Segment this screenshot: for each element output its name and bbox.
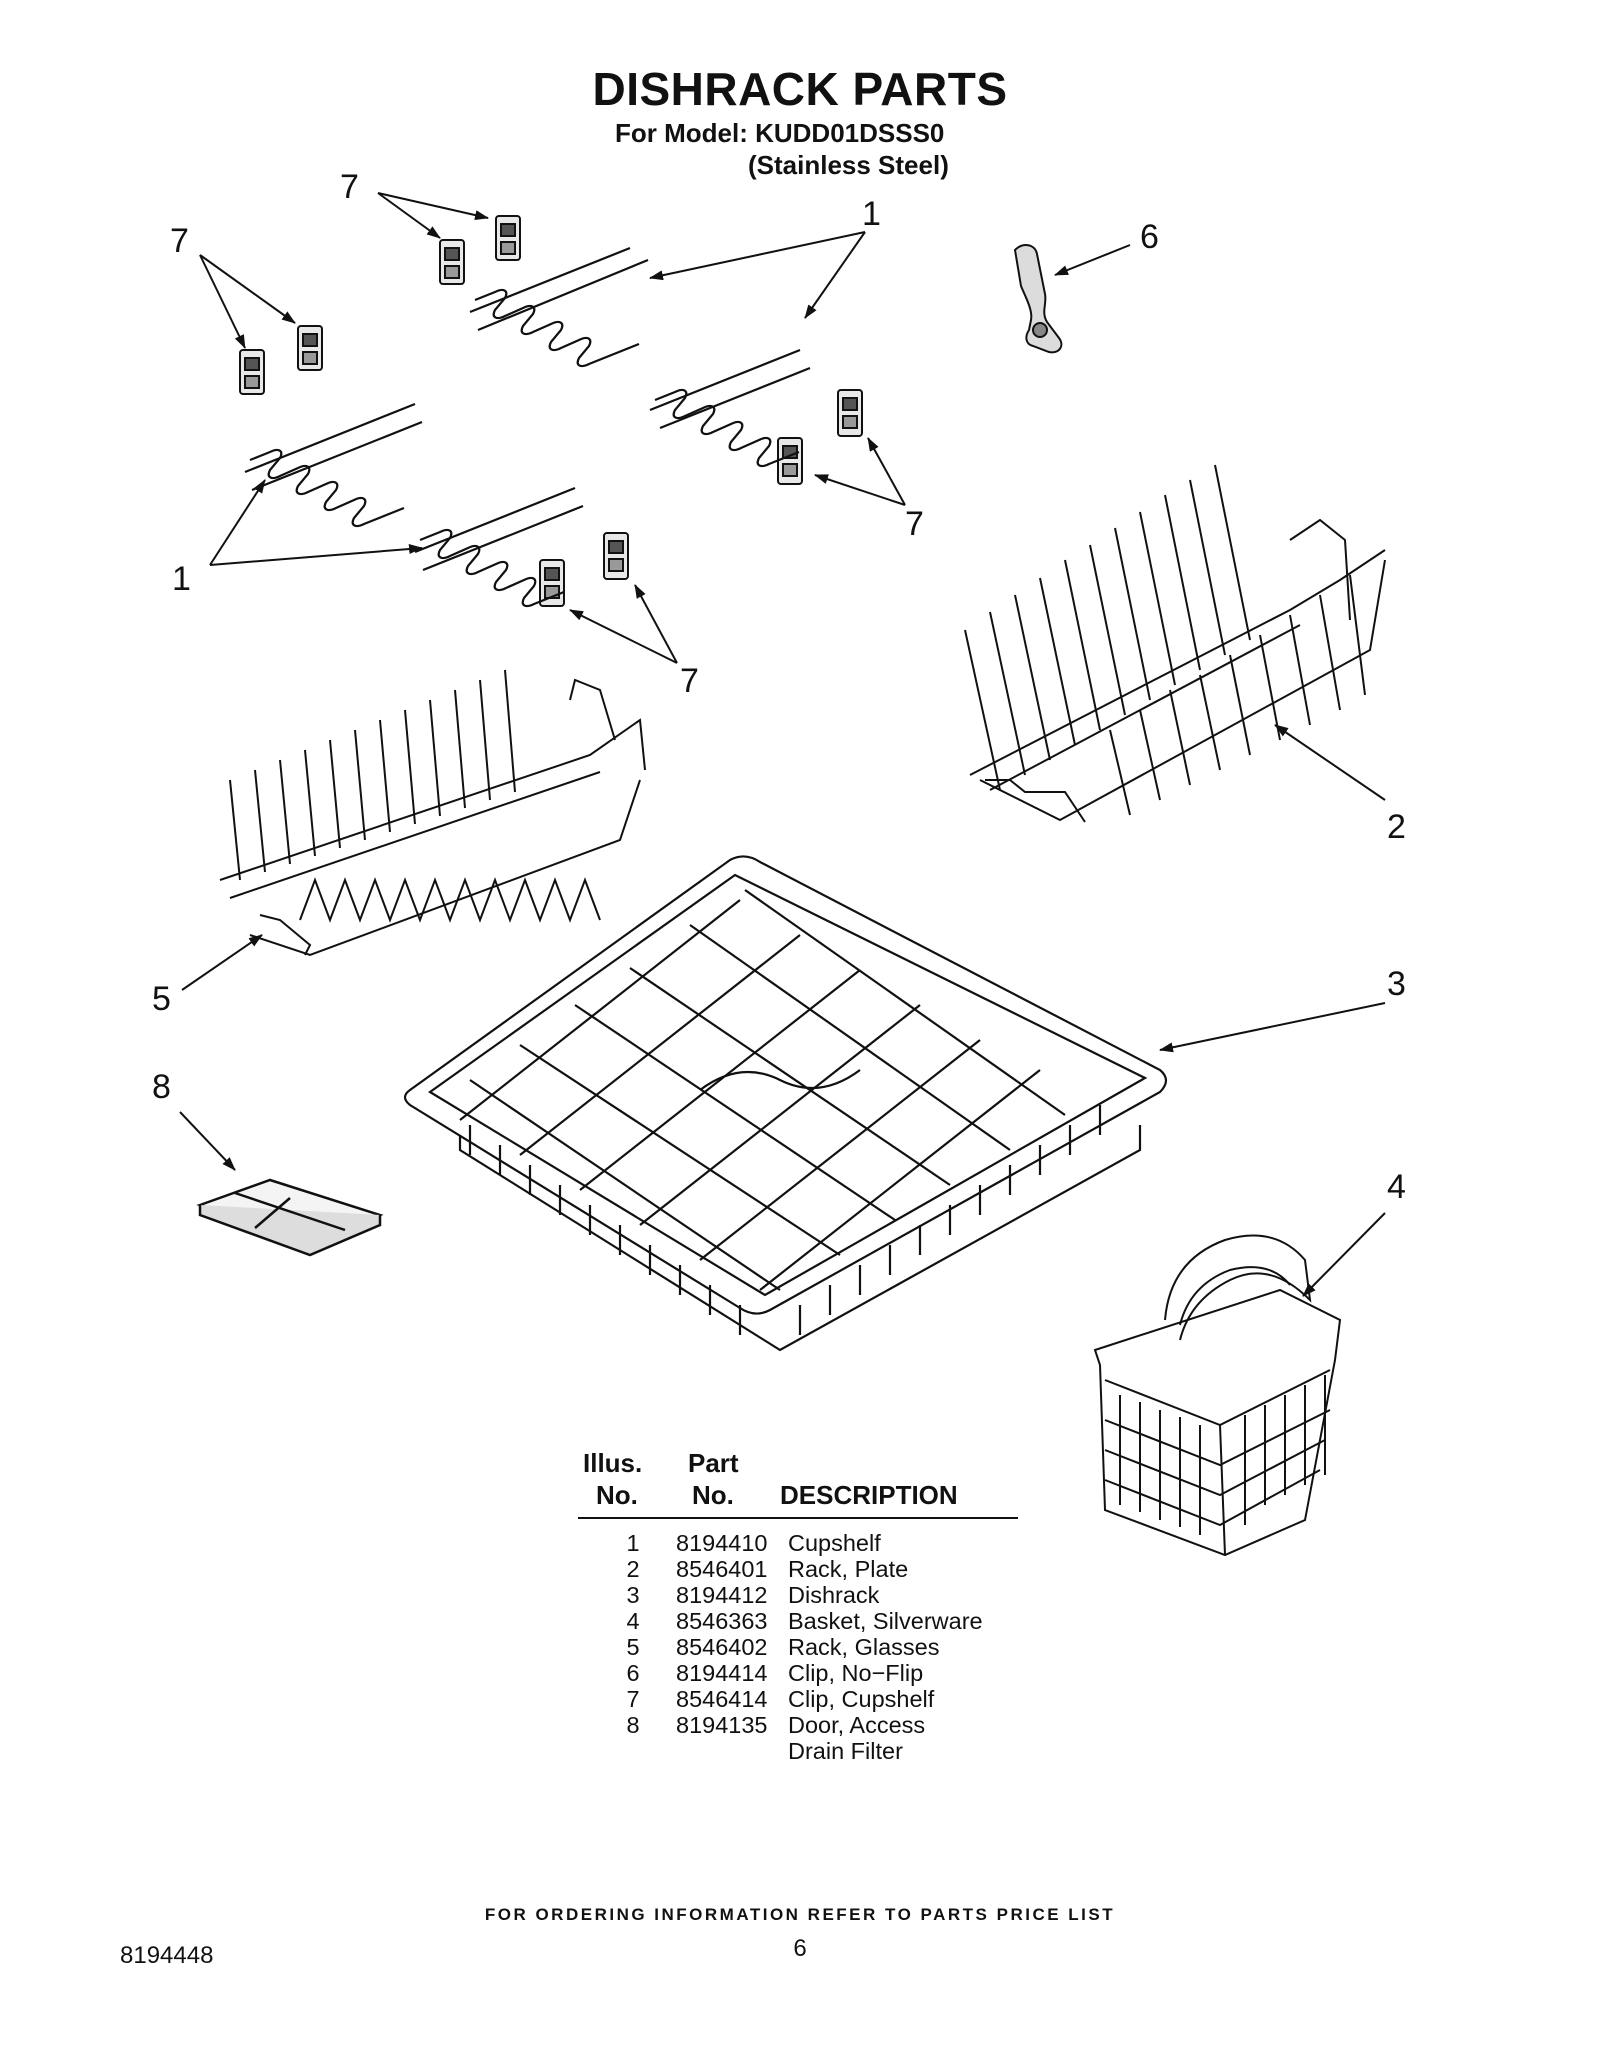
table-header-rule [578, 1517, 1018, 1519]
callout-7-left: 7 [170, 222, 189, 260]
model-number: For Model: KUDD01DSSS0 [615, 118, 945, 148]
table-row: 2 8546401 Rack, Plate [626, 1556, 909, 1582]
dishrack [403, 855, 1168, 1352]
cupshelf-top [469, 246, 649, 368]
clip-7c [239, 349, 265, 395]
table-row: 6 8194414 Clip, No−Flip [626, 1660, 924, 1686]
callout-3: 3 [1387, 965, 1406, 1003]
document-number: 8194448 [120, 1942, 214, 1969]
glasses-rack [219, 669, 646, 957]
clip-7a [439, 239, 465, 285]
col-header-description: DESCRIPTION [780, 1480, 958, 1510]
clip-7b [495, 215, 521, 261]
col-header-part-1: Part [688, 1448, 739, 1478]
table-row: 8 8194135 Door, Access [626, 1712, 926, 1738]
plate-rack [964, 464, 1386, 823]
callout-2: 2 [1387, 808, 1406, 846]
callout-1-left: 1 [172, 560, 191, 598]
callout-6: 6 [1140, 218, 1159, 256]
cupshelf-right [649, 348, 811, 468]
col-header-illus-2: No. [596, 1480, 638, 1510]
no-flip-clip [1013, 244, 1063, 354]
callout-8: 8 [152, 1068, 171, 1106]
clip-7e [777, 437, 803, 485]
cupshelf-center [414, 486, 584, 608]
clip-7d [297, 325, 323, 371]
ordering-note: FOR ORDERING INFORMATION REFER TO PARTS … [484, 1905, 1116, 1924]
page-number: 6 [793, 1935, 807, 1962]
cupshelf-group [244, 246, 811, 608]
callout-5: 5 [152, 980, 171, 1018]
page-title: DISHRACK PARTS [592, 63, 1008, 115]
table-row: 1 8194410 Cupshelf [626, 1530, 881, 1556]
callout-7-top: 7 [340, 168, 359, 206]
table-row: Drain Filter [788, 1738, 903, 1764]
model-finish: (Stainless Steel) [748, 150, 949, 180]
table-row: 5 8546402 Rack, Glasses [626, 1634, 940, 1660]
col-header-part-2: No. [692, 1480, 734, 1510]
callout-1-top: 1 [862, 195, 881, 233]
leader-arrows [179, 192, 1386, 1297]
col-header-illus-1: Illus. [583, 1448, 643, 1478]
clip-7h [603, 532, 629, 580]
table-row: 3 8194412 Dishrack [626, 1582, 880, 1608]
callout-7-mid: 7 [905, 505, 924, 543]
table-row: 4 8546363 Basket, Silverware [626, 1608, 983, 1634]
table-row: 7 8546414 Clip, Cupshelf [626, 1686, 935, 1712]
silverware-basket [1093, 1234, 1342, 1557]
drain-filter-access-door [196, 1178, 384, 1257]
callout-7-low: 7 [680, 662, 699, 700]
callout-4: 4 [1387, 1168, 1406, 1206]
cupshelf-left [244, 402, 423, 528]
clip-7f [837, 389, 863, 437]
cupshelf-clip-group [239, 215, 863, 607]
